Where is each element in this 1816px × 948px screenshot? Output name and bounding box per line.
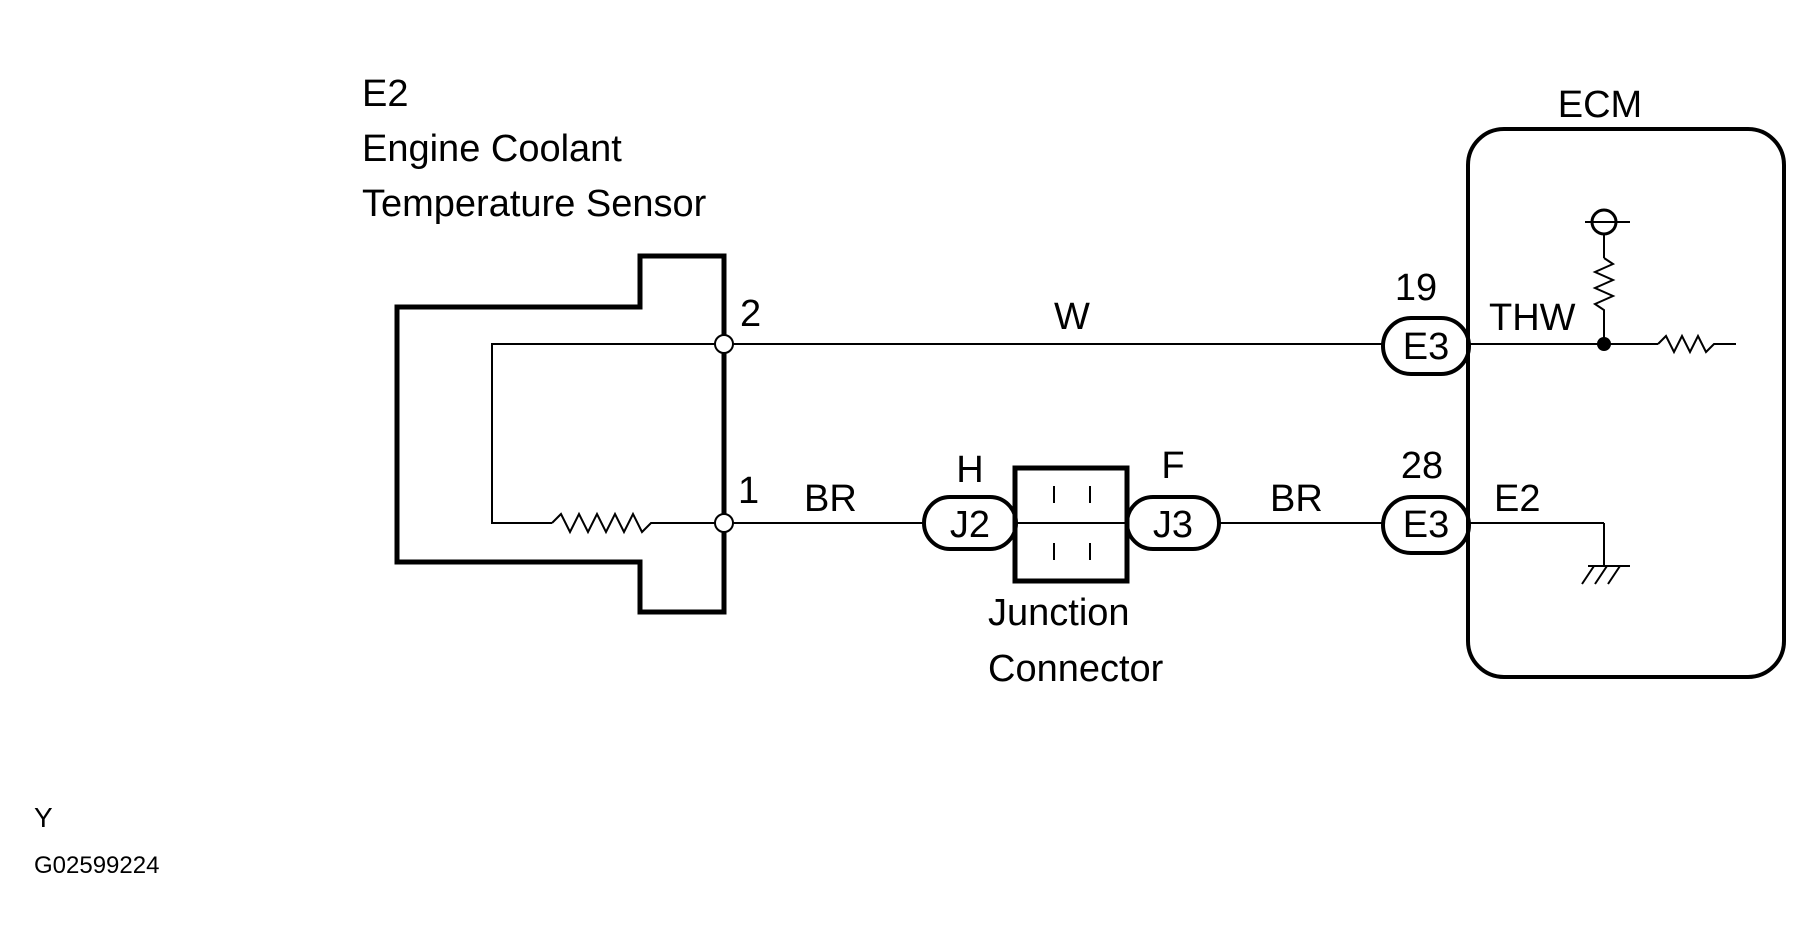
connector-j3-label: J3	[1153, 504, 1193, 546]
ecm-pin-19: 19	[1395, 267, 1437, 309]
wire-br-right-label: BR	[1270, 478, 1323, 520]
ecm-signal-e2: E2	[1494, 478, 1540, 520]
sensor-body	[394, 253, 727, 615]
junction-label-line2: Connector	[988, 648, 1164, 690]
ecm-box	[1466, 127, 1786, 679]
internal-resistor-icon	[1657, 333, 1736, 355]
ecm-connector-e3-top-label: E3	[1403, 326, 1449, 368]
junction-left-pin: H	[956, 449, 983, 491]
ecm-pin-28: 28	[1401, 445, 1443, 487]
wire-w-label: W	[1054, 296, 1090, 338]
junction-dot	[1597, 337, 1611, 351]
sensor-pin-bottom: 1	[738, 470, 759, 512]
ecm-signal-thw: THW	[1489, 297, 1576, 339]
ecm-connector-e3-top	[1381, 316, 1471, 376]
wire-br-left-label: BR	[804, 478, 857, 520]
sensor-internal-loop	[491, 343, 724, 524]
junction-right-pin: F	[1161, 445, 1184, 487]
sensor-thermistor-icon	[551, 511, 724, 535]
sensor-pin-top: 2	[740, 293, 761, 335]
junction-connector-block	[1012, 465, 1130, 584]
footer-mark: Y	[34, 802, 53, 833]
sensor-terminal-1	[714, 513, 734, 533]
pullup-resistor-icon	[1592, 257, 1616, 344]
connector-j2-label: J2	[950, 504, 990, 546]
sensor-name-line2: Temperature Sensor	[362, 183, 707, 225]
sensor-code: E2	[362, 73, 408, 115]
figure-id: G02599224	[34, 852, 159, 879]
ecm-connector-e3-bottom	[1381, 495, 1471, 555]
junction-label-line1: Junction	[988, 592, 1130, 634]
sensor-name-line1: Engine Coolant	[362, 128, 622, 170]
sensor-terminal-2	[714, 334, 734, 354]
ground-icon	[1581, 565, 1630, 585]
ecm-title: ECM	[1558, 84, 1642, 126]
ecm-connector-e3-bottom-label: E3	[1403, 504, 1449, 546]
